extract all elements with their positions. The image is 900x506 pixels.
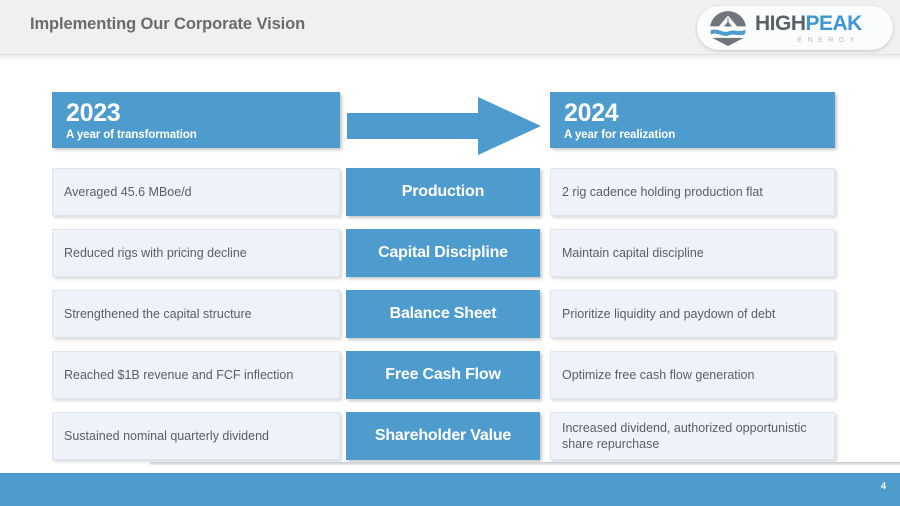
logo-word-peak: PEAK bbox=[805, 11, 863, 35]
header-shadow bbox=[0, 55, 900, 61]
mountain-wave-emblem-icon bbox=[709, 9, 747, 47]
year-label-left: 2023 bbox=[66, 99, 121, 127]
row-right-cell: Prioritize liquidity and paydown of debt bbox=[550, 290, 835, 338]
row-category-cell[interactable]: Capital Discipline bbox=[346, 229, 540, 277]
row-category-cell[interactable]: Free Cash Flow bbox=[346, 351, 540, 399]
row-left-cell: Sustained nominal quarterly dividend bbox=[52, 412, 340, 460]
year-subtitle-right: A year for realization bbox=[564, 129, 676, 142]
footer-bar: 4 bbox=[0, 473, 900, 506]
logo-tagline: ENERGY bbox=[797, 36, 860, 44]
logo-word-row: HIGHPEAK bbox=[755, 13, 862, 34]
table-row: Strengthened the capital structure Balan… bbox=[0, 290, 900, 338]
row-category-cell[interactable]: Shareholder Value bbox=[346, 412, 540, 460]
logo-word-high: HIGH bbox=[755, 11, 806, 35]
logo-wordmark: HIGHPEAK ENERGY bbox=[755, 13, 862, 44]
row-left-cell: Reached $1B revenue and FCF inflection bbox=[52, 351, 340, 399]
year-label-right: 2024 bbox=[564, 99, 619, 127]
table-row: Reached $1B revenue and FCF inflection F… bbox=[0, 351, 900, 399]
table-row: Reduced rigs with pricing decline Capita… bbox=[0, 229, 900, 277]
row-category-cell[interactable]: Production bbox=[346, 168, 540, 216]
row-category-cell[interactable]: Balance Sheet bbox=[346, 290, 540, 338]
row-left-cell: Strengthened the capital structure bbox=[52, 290, 340, 338]
footer-divider bbox=[150, 462, 900, 465]
row-right-cell: Increased dividend, authorized opportuni… bbox=[550, 412, 835, 460]
page-number: 4 bbox=[880, 481, 886, 492]
table-row: Sustained nominal quarterly dividend Sha… bbox=[0, 412, 900, 460]
row-right-cell: Maintain capital discipline bbox=[550, 229, 835, 277]
year-header-2024: 2024 A year for realization bbox=[550, 92, 835, 148]
brand-logo: HIGHPEAK ENERGY bbox=[697, 6, 893, 50]
page-title: Implementing Our Corporate Vision bbox=[30, 15, 306, 33]
row-left-cell: Reduced rigs with pricing decline bbox=[52, 229, 340, 277]
row-left-cell: Averaged 45.6 MBoe/d bbox=[52, 168, 340, 216]
table-row: Averaged 45.6 MBoe/d Production 2 rig ca… bbox=[0, 168, 900, 216]
transition-arrow-icon bbox=[347, 97, 541, 155]
row-right-cell: 2 rig cadence holding production flat bbox=[550, 168, 835, 216]
year-subtitle-left: A year of transformation bbox=[66, 129, 197, 142]
row-right-cell: Optimize free cash flow generation bbox=[550, 351, 835, 399]
year-header-2023: 2023 A year of transformation bbox=[52, 92, 340, 148]
